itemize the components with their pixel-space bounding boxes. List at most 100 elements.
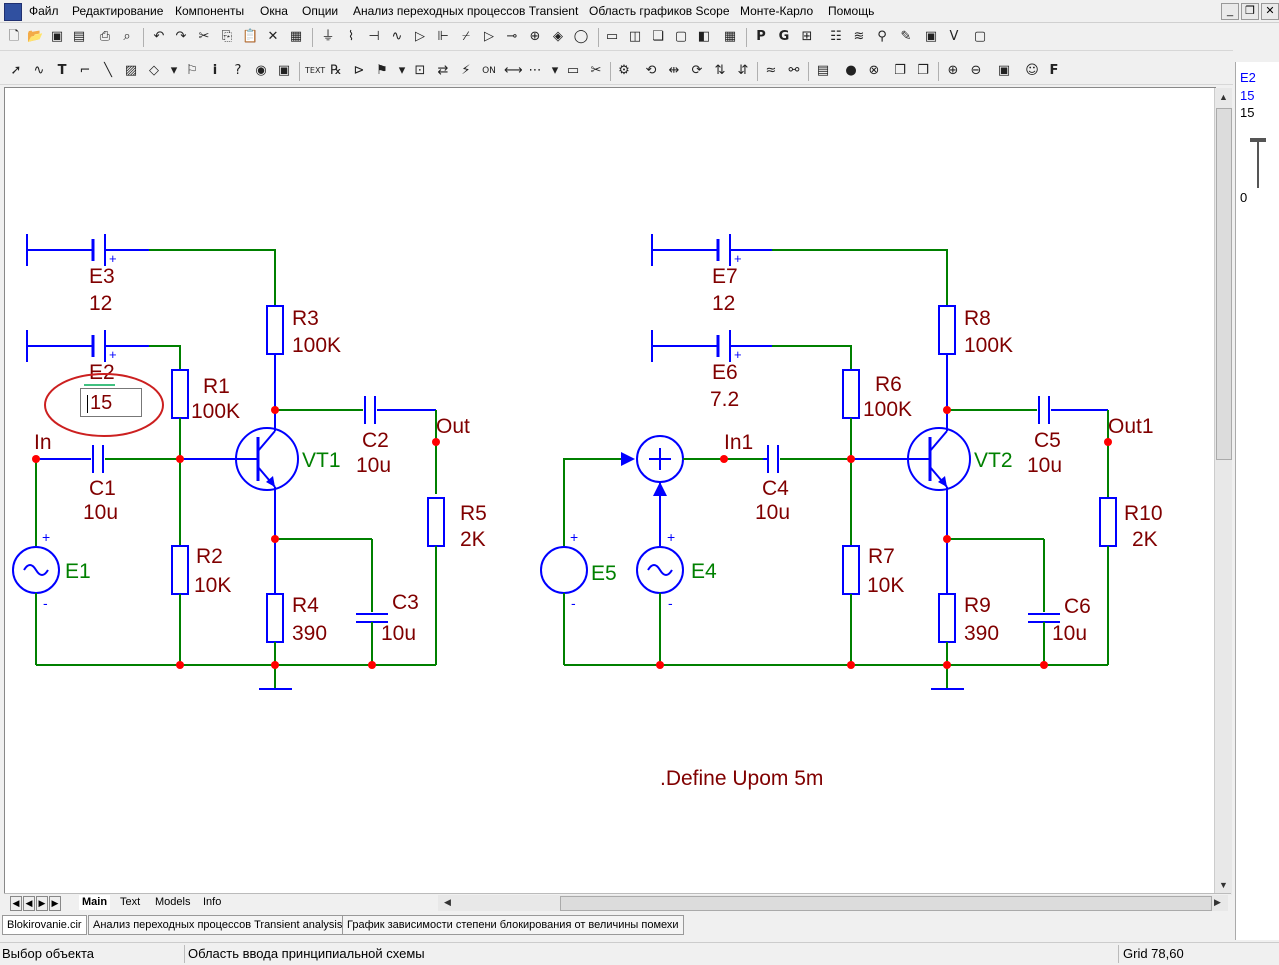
f-icon[interactable]: F — [1049, 63, 1059, 78]
line-icon[interactable]: ╲ — [104, 63, 112, 78]
menu-edit[interactable]: Редактирование — [72, 4, 164, 18]
cancel-icon[interactable]: ⊗ — [868, 63, 880, 78]
components-icon[interactable]: ◉ — [255, 63, 267, 78]
mirror-h-icon[interactable]: ⇹ — [668, 63, 680, 78]
text-icon[interactable]: T — [57, 63, 67, 78]
window-a-icon[interactable]: ❐ — [894, 63, 906, 78]
scroll-right-icon[interactable]: ▶ — [1214, 897, 1221, 907]
probe-icon[interactable]: ⚲ — [877, 29, 887, 44]
cut-icon[interactable]: ✂ — [198, 29, 210, 44]
orthogonal-wire-icon[interactable]: ⌐ — [79, 63, 91, 78]
menu-help[interactable]: Помощь — [828, 4, 875, 18]
schematic-canvas[interactable]: + E3 12 + E2 R1 100K R3 100K — [4, 87, 1216, 895]
tile-vertical-icon[interactable]: ◫ — [628, 29, 642, 44]
vertical-scrollbar[interactable]: ▲ ▼ — [1214, 88, 1232, 895]
paste-icon[interactable]: 📋 — [242, 29, 259, 44]
first-sheet-icon[interactable]: ◀ — [10, 896, 22, 911]
tab-models[interactable]: Models — [155, 896, 191, 908]
diode-icon[interactable]: ▷ — [415, 29, 425, 44]
menu-file[interactable]: Файл — [29, 4, 59, 18]
app-icon[interactable] — [4, 3, 22, 21]
flag-icon[interactable]: ⚐ — [186, 63, 198, 78]
scope-icon[interactable]: ▣ — [924, 29, 938, 44]
battery-e2[interactable]: + — [26, 330, 149, 362]
resistor-r5[interactable] — [428, 498, 444, 546]
bandwidth-icon[interactable]: ≈ — [765, 63, 777, 78]
flip-icon[interactable]: ⇅ — [714, 63, 726, 78]
text-attr-icon[interactable]: TEXT — [305, 66, 326, 75]
dropdown-icon[interactable]: ▾ — [170, 63, 178, 78]
copy-icon[interactable]: ⎘ — [221, 29, 233, 44]
horizontal-scroll-thumb[interactable] — [560, 896, 1212, 911]
scroll-up-icon[interactable]: ▲ — [1219, 92, 1228, 102]
sine-source-icon[interactable]: ◯ — [573, 29, 589, 44]
pulse-source-icon[interactable]: ⊕ — [529, 29, 541, 44]
battery-e6[interactable]: + — [651, 330, 772, 362]
save-all-icon[interactable]: ▤ — [72, 29, 86, 44]
pin-names-icon[interactable]: ⊳ — [353, 63, 365, 78]
tile-horizontal-icon[interactable]: ▭ — [605, 29, 619, 44]
file-tab-graph[interactable]: График зависимости степени блокирования … — [342, 915, 684, 935]
vertical-scroll-thumb[interactable] — [1216, 108, 1232, 460]
disabled-icon[interactable]: ▢ — [973, 29, 987, 44]
resistor-r4[interactable] — [267, 594, 283, 642]
smile-icon[interactable]: ☺ — [1025, 63, 1039, 78]
close-icon[interactable]: ✕ — [1261, 3, 1279, 20]
select-arrow-icon[interactable]: ➚ — [10, 63, 22, 78]
select-all-icon[interactable]: ▦ — [289, 29, 303, 44]
transistor-vt1[interactable] — [235, 427, 299, 491]
voltage-probe-icon[interactable]: V — [949, 29, 959, 44]
grid-dots-icon[interactable]: ⋯ — [528, 63, 542, 78]
table-icon[interactable]: ☷ — [830, 29, 842, 44]
find-icon[interactable]: ⚯ — [788, 63, 800, 78]
minimize-icon[interactable]: _ — [1221, 3, 1239, 20]
battery-e3[interactable]: + — [26, 234, 149, 266]
last-sheet-icon[interactable]: ▶ — [49, 896, 61, 911]
window-b-icon[interactable]: ❐ — [917, 63, 929, 78]
save-icon[interactable]: ▣ — [50, 29, 64, 44]
g-icon[interactable]: G — [778, 29, 790, 44]
resistor-r1[interactable] — [172, 370, 188, 418]
p-icon[interactable]: P — [756, 29, 766, 44]
calculator-icon[interactable]: ▦ — [723, 29, 737, 44]
menu-windows[interactable]: Окна — [260, 4, 288, 18]
tab-info[interactable]: Info — [203, 896, 222, 908]
redo-icon[interactable]: ↷ — [175, 29, 187, 44]
layer-icon[interactable]: ▤ — [816, 63, 830, 78]
file-tab-transient[interactable]: Анализ переходных процессов Transient an… — [88, 915, 348, 935]
next-sheet-icon[interactable]: ▶ — [36, 896, 48, 911]
node-numbers-icon[interactable]: ⊡ — [414, 63, 426, 78]
resistor-r3[interactable] — [267, 306, 283, 354]
menu-components[interactable]: Компоненты — [175, 4, 245, 18]
define-directive[interactable]: .Define Upom 5m — [660, 767, 823, 790]
zoom-out-icon[interactable]: ⊖ — [970, 63, 982, 78]
tab-text[interactable]: Text — [120, 896, 141, 908]
undo-icon[interactable]: ↶ — [153, 29, 165, 44]
pin-icon[interactable]: ▣ — [277, 63, 291, 78]
restore-icon[interactable]: ❐ — [1241, 3, 1259, 20]
delete-icon[interactable]: ✕ — [267, 29, 279, 44]
border-icon[interactable]: ▭ — [566, 63, 580, 78]
info-box-icon[interactable]: ▨ — [124, 63, 138, 78]
npn-icon[interactable]: ⌿ — [462, 29, 470, 44]
resistor-r10[interactable] — [1100, 498, 1116, 546]
ground-icon[interactable]: ⏚ — [321, 29, 335, 44]
file-tab-circuit[interactable]: Blokirovanie.cir — [2, 915, 87, 935]
shapes-icon[interactable]: ◇ — [149, 63, 159, 78]
flag-view-icon[interactable]: ⚑ — [376, 63, 388, 78]
rotate-cw-icon[interactable]: ⟳ — [691, 63, 703, 78]
resistor-r2[interactable] — [172, 546, 188, 594]
switch-icon[interactable]: ⊸ — [506, 29, 518, 44]
inductor-icon[interactable]: ∿ — [391, 29, 403, 44]
window-icon[interactable]: ▢ — [674, 29, 688, 44]
open-file-icon[interactable]: 📂 — [27, 29, 44, 44]
current-icon[interactable]: ⇄ — [437, 63, 449, 78]
menu-monte-carlo[interactable]: Монте-Карло — [740, 4, 814, 18]
menu-options[interactable]: Опции — [302, 4, 339, 18]
current-source-icon[interactable]: ◈ — [553, 29, 563, 44]
grid-icon[interactable]: ⊞ — [801, 29, 813, 44]
prev-sheet-icon[interactable]: ◀ — [23, 896, 35, 911]
stretch-icon[interactable]: ⟷ — [504, 63, 523, 78]
value-edit-box[interactable]: 15 — [80, 388, 142, 417]
resistor-r8[interactable] — [939, 306, 955, 354]
